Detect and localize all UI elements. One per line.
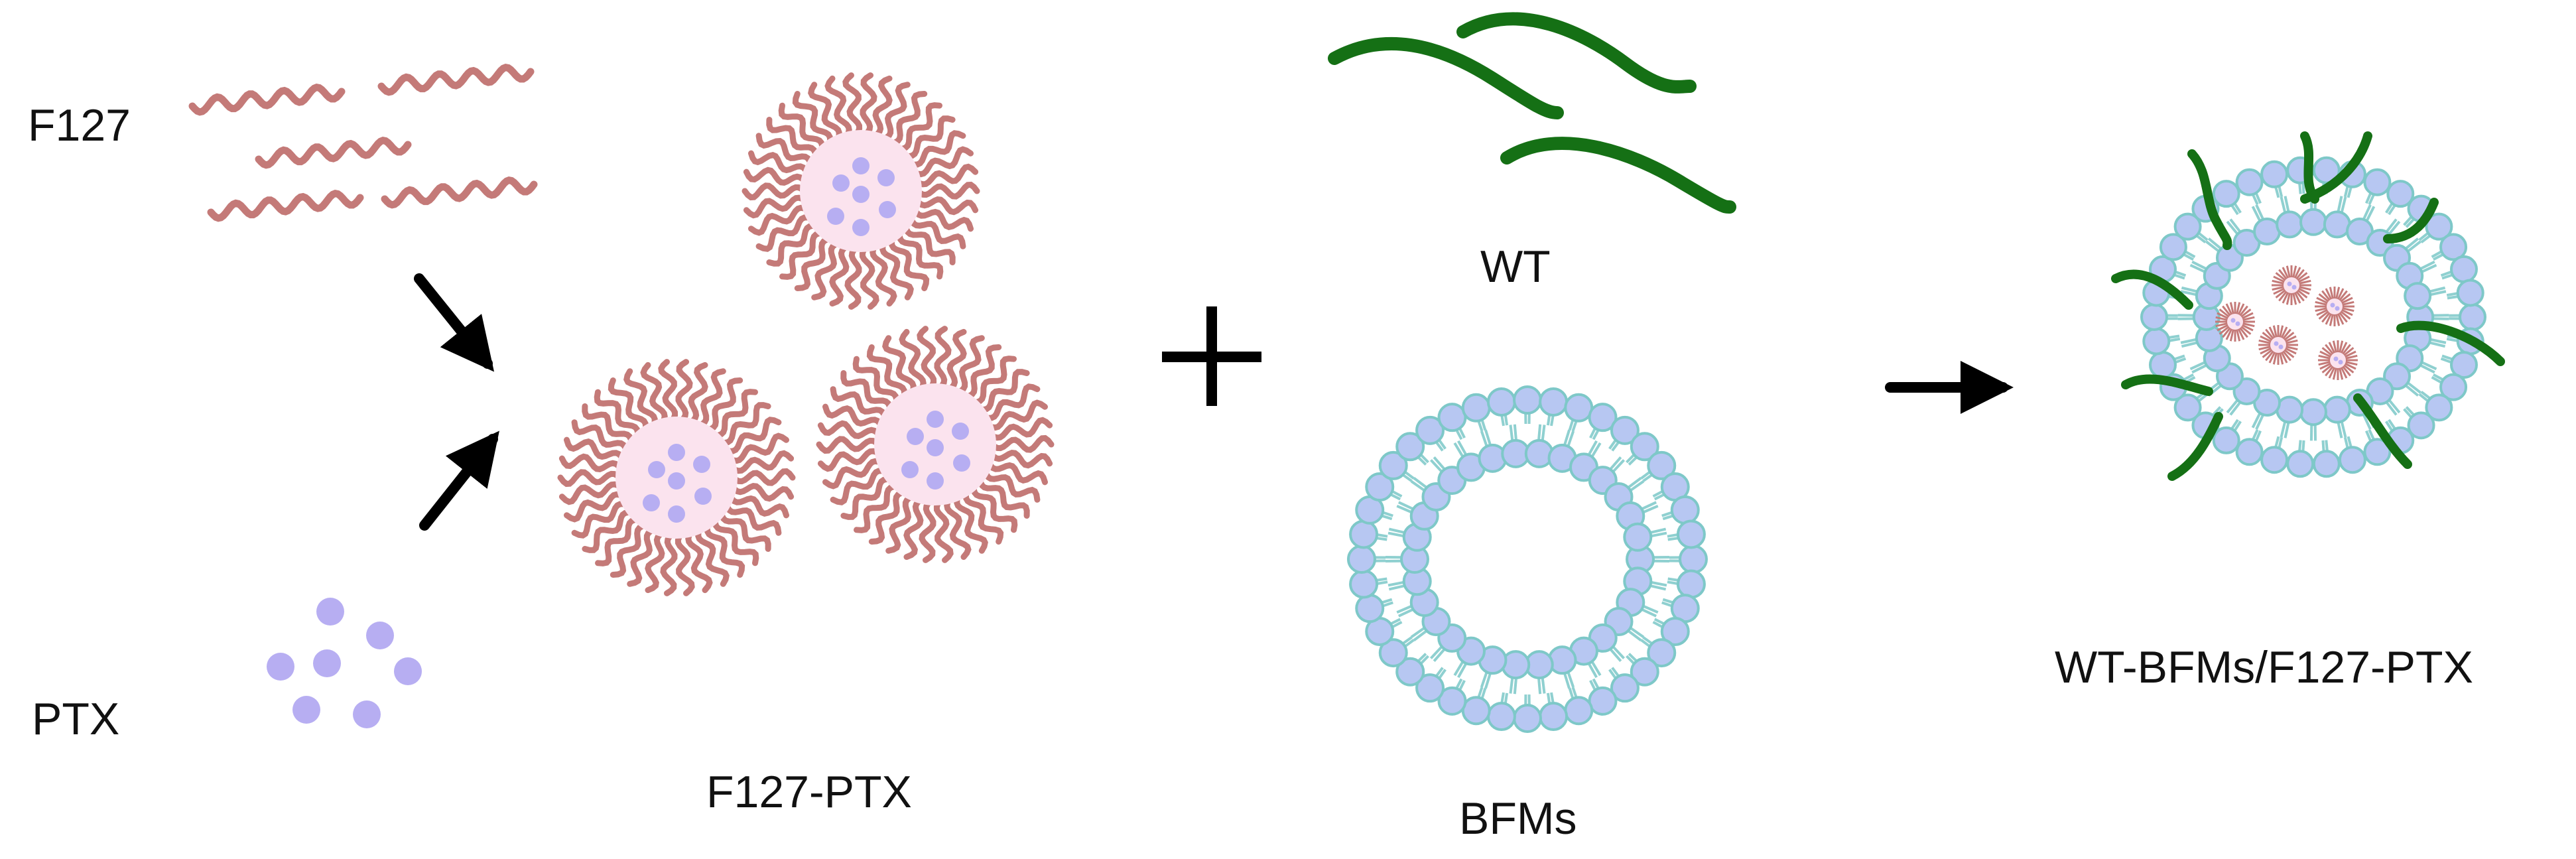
bilayer-vesicle-icon <box>2140 156 2486 478</box>
drug-dot-icon <box>316 598 344 626</box>
wt-bfms-f127-ptx-vesicle <box>2111 131 2505 481</box>
wt-strand-icon <box>1328 37 1564 119</box>
micelle-icon <box>2272 265 2311 305</box>
drug-dot-icon <box>313 649 341 677</box>
drug-dot-icon <box>292 696 320 724</box>
wt-label: WT <box>1480 241 1551 292</box>
f127-chains <box>188 64 538 222</box>
wt-strand-icon <box>1456 12 1697 94</box>
micelle-icon <box>2215 302 2255 342</box>
f127-ptx-label: F127-PTX <box>706 767 912 817</box>
polymer-chain-icon <box>207 190 364 222</box>
drug-dot-icon <box>353 700 381 728</box>
micelle-icon <box>2318 340 2358 380</box>
wt-strand-icon <box>2300 131 2372 204</box>
bilayer-vesicle-icon <box>1347 385 1708 733</box>
wt-strand-icon <box>2187 149 2232 250</box>
wt-bfms-f127-ptx-label: WT-BFMs/F127-PTX <box>2055 642 2473 693</box>
drug-dot-icon <box>267 653 294 681</box>
polymer-chain-icon <box>255 137 412 169</box>
wt-strand-icon <box>2167 412 2223 481</box>
arrow-f127-to-micelle <box>414 273 495 372</box>
ptx-label: PTX <box>32 694 120 744</box>
arrow-ptx-to-micelle <box>419 430 499 531</box>
ptx-dots <box>267 598 422 728</box>
micelle-icon <box>557 359 796 596</box>
bfms-label: BFMs <box>1459 793 1577 844</box>
wt-strand-icon <box>2111 269 2193 310</box>
micelle-icon <box>2315 287 2354 326</box>
wt-strand-icon <box>2121 374 2213 396</box>
bfms-vesicle <box>1347 385 1708 733</box>
wt-strand-icon <box>2383 198 2439 243</box>
polymer-chain-icon <box>377 64 535 96</box>
f127-label: F127 <box>28 100 131 151</box>
drug-dot-icon <box>394 657 422 685</box>
wt-strand-icon <box>1500 137 1736 214</box>
micelle-icon <box>816 326 1055 563</box>
wt-strands <box>1328 12 1736 214</box>
plus-icon <box>1162 306 1261 406</box>
micelle-icon <box>2258 325 2298 365</box>
micelle-icon <box>741 72 980 310</box>
assembly-arrows <box>414 273 499 531</box>
polymer-chain-icon <box>381 176 538 209</box>
wt-strand-icon <box>2396 320 2505 366</box>
polymer-chain-icon <box>188 84 346 116</box>
f127-ptx-micelles <box>557 72 1055 596</box>
wt-strand-icon <box>2353 393 2412 469</box>
drug-dot-icon <box>366 622 394 649</box>
